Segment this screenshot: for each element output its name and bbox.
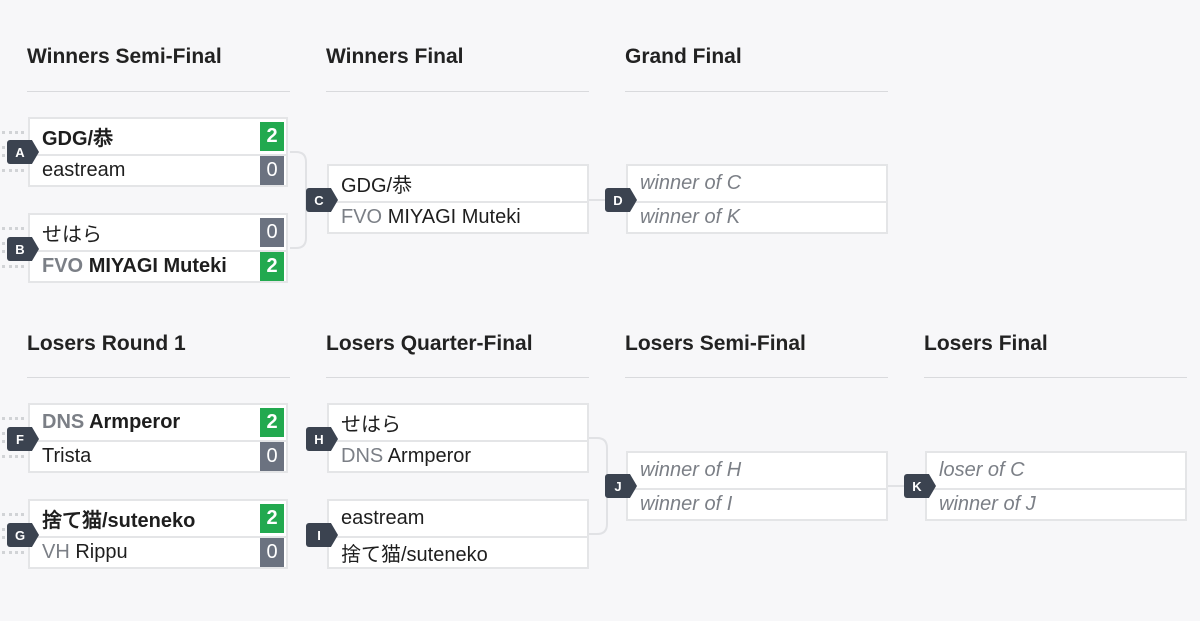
match-participant[interactable]: FVO MIYAGI Muteki 2 bbox=[30, 250, 286, 283]
match-participant[interactable]: winner of I bbox=[628, 488, 886, 521]
match-label-d[interactable]: D bbox=[605, 188, 637, 212]
participant-name: eastream bbox=[341, 507, 425, 529]
match-participant[interactable]: せはら bbox=[329, 405, 587, 442]
match-label-k[interactable]: K bbox=[904, 474, 936, 498]
match-participant[interactable]: せはら 0 bbox=[30, 215, 286, 252]
match-label-c[interactable]: C bbox=[306, 188, 338, 212]
participant-score: 2 bbox=[260, 408, 284, 437]
participant-name: winner of J bbox=[939, 493, 1036, 515]
match-participant[interactable]: Trista 0 bbox=[30, 440, 286, 473]
participant-score: 2 bbox=[260, 504, 284, 533]
team-prefix: DNS bbox=[341, 445, 384, 467]
round-divider bbox=[625, 377, 888, 378]
match-participant[interactable]: loser of C bbox=[927, 453, 1185, 490]
match-participant[interactable]: eastream 0 bbox=[30, 154, 286, 187]
match-g[interactable]: 捨て猫/suteneko 2 VH Rippu 0 bbox=[28, 499, 288, 569]
match-f[interactable]: DNS Armperor 2 Trista 0 bbox=[28, 403, 288, 473]
match-participant[interactable]: FVO MIYAGI Muteki bbox=[329, 201, 587, 234]
team-prefix: VH bbox=[42, 541, 70, 563]
match-participant[interactable]: eastream bbox=[329, 501, 587, 538]
match-label-b[interactable]: B bbox=[7, 237, 39, 261]
round-divider bbox=[625, 91, 888, 92]
participant-name: せはら bbox=[42, 224, 102, 246]
match-label-h[interactable]: H bbox=[306, 427, 338, 451]
participant-name: 捨て猫/suteneko bbox=[341, 544, 488, 566]
match-h[interactable]: せはら DNS Armperor bbox=[327, 403, 589, 473]
participant-name: せはら bbox=[341, 414, 401, 436]
participant-name: loser of C bbox=[939, 459, 1025, 481]
match-participant[interactable]: GDG/恭 2 bbox=[30, 119, 286, 156]
participant-name: Trista bbox=[42, 445, 92, 467]
match-label-j[interactable]: J bbox=[605, 474, 637, 498]
round-divider bbox=[27, 91, 290, 92]
round-divider bbox=[924, 377, 1187, 378]
match-label-a[interactable]: A bbox=[7, 140, 39, 164]
participant-name: VH Rippu bbox=[42, 541, 128, 563]
participant-name: FVO MIYAGI Muteki bbox=[42, 255, 227, 277]
round-title-grand-final: Grand Final bbox=[625, 45, 742, 68]
participant-score: 0 bbox=[260, 538, 284, 567]
match-participant[interactable]: DNS Armperor 2 bbox=[30, 405, 286, 442]
participant-name: winner of H bbox=[640, 459, 742, 481]
round-title-winners-semi-final: Winners Semi-Final bbox=[27, 45, 222, 68]
match-d[interactable]: winner of C winner of K bbox=[626, 164, 888, 234]
match-participant[interactable]: winner of K bbox=[628, 201, 886, 234]
match-participant[interactable]: winner of J bbox=[927, 488, 1185, 521]
match-participant[interactable]: DNS Armperor bbox=[329, 440, 587, 473]
match-i[interactable]: eastream 捨て猫/suteneko bbox=[327, 499, 589, 569]
participant-score: 0 bbox=[260, 156, 284, 185]
participant-name: GDG/恭 bbox=[42, 128, 114, 150]
participant-name: DNS Armperor bbox=[341, 445, 472, 467]
round-title-losers-final: Losers Final bbox=[924, 332, 1048, 355]
team-prefix: DNS bbox=[42, 411, 85, 433]
match-participant[interactable]: 捨て猫/suteneko 2 bbox=[30, 501, 286, 538]
participant-name: eastream bbox=[42, 159, 126, 181]
match-participant[interactable]: VH Rippu 0 bbox=[30, 536, 286, 569]
round-title-losers-quarter-final: Losers Quarter-Final bbox=[326, 332, 533, 355]
match-c[interactable]: GDG/恭 FVO MIYAGI Muteki bbox=[327, 164, 589, 234]
match-a[interactable]: GDG/恭 2 eastream 0 bbox=[28, 117, 288, 187]
round-title-losers-round-1: Losers Round 1 bbox=[27, 332, 186, 355]
match-participant[interactable]: winner of C bbox=[628, 166, 886, 203]
participant-name: FVO MIYAGI Muteki bbox=[341, 206, 521, 228]
team-prefix: FVO bbox=[341, 206, 383, 228]
round-divider bbox=[27, 377, 290, 378]
match-label-g[interactable]: G bbox=[7, 523, 39, 547]
match-participant[interactable]: 捨て猫/suteneko bbox=[329, 536, 587, 569]
match-participant[interactable]: GDG/恭 bbox=[329, 166, 587, 203]
participant-name: GDG/恭 bbox=[341, 175, 413, 197]
participant-name: DNS Armperor bbox=[42, 411, 181, 433]
match-participant[interactable]: winner of H bbox=[628, 453, 886, 490]
participant-name: winner of K bbox=[640, 206, 741, 228]
round-divider bbox=[326, 91, 589, 92]
match-label-f[interactable]: F bbox=[7, 427, 39, 451]
round-title-losers-semi-final: Losers Semi-Final bbox=[625, 332, 806, 355]
match-k[interactable]: loser of C winner of J bbox=[925, 451, 1187, 521]
participant-name: winner of C bbox=[640, 172, 742, 194]
round-title-winners-final: Winners Final bbox=[326, 45, 464, 68]
team-prefix: FVO bbox=[42, 255, 84, 277]
match-label-i[interactable]: I bbox=[306, 523, 338, 547]
match-b[interactable]: せはら 0 FVO MIYAGI Muteki 2 bbox=[28, 213, 288, 283]
participant-score: 2 bbox=[260, 252, 284, 281]
round-divider bbox=[326, 377, 589, 378]
participant-name: winner of I bbox=[640, 493, 733, 515]
participant-score: 2 bbox=[260, 122, 284, 151]
participant-score: 0 bbox=[260, 218, 284, 247]
participant-score: 0 bbox=[260, 442, 284, 471]
participant-name: 捨て猫/suteneko bbox=[42, 510, 196, 532]
match-j[interactable]: winner of H winner of I bbox=[626, 451, 888, 521]
